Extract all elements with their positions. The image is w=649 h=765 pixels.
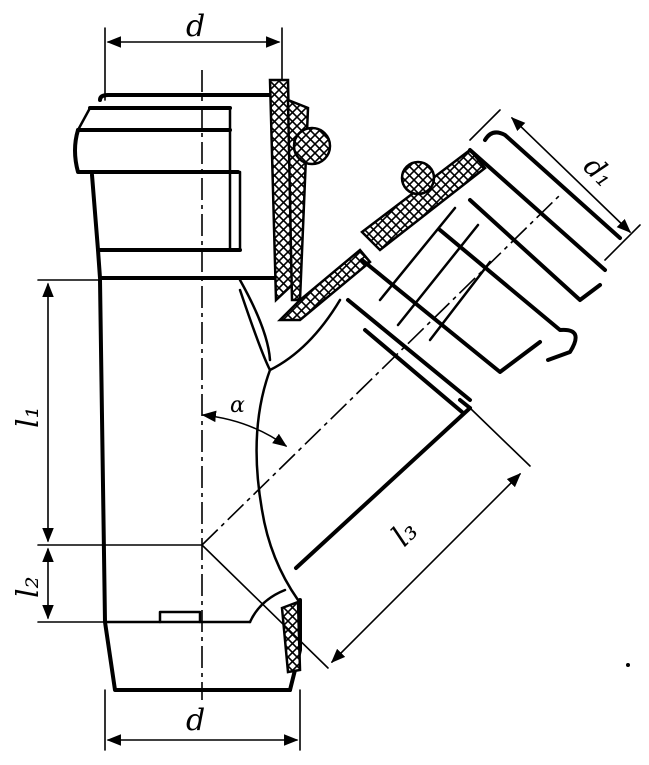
label-l3: l₃: [385, 514, 425, 554]
label-alpha: α: [230, 393, 245, 418]
label-d-bottom: d: [186, 703, 205, 738]
hatched-walls: [268, 78, 487, 674]
label-l1: l₁: [11, 406, 46, 428]
label-d-top: d: [186, 9, 205, 44]
branch-body: [294, 130, 622, 570]
center-lines: [201, 70, 561, 700]
label-l2: l₂: [11, 576, 46, 598]
stray-dot: [626, 663, 630, 667]
dimension-lines: [37, 27, 641, 751]
